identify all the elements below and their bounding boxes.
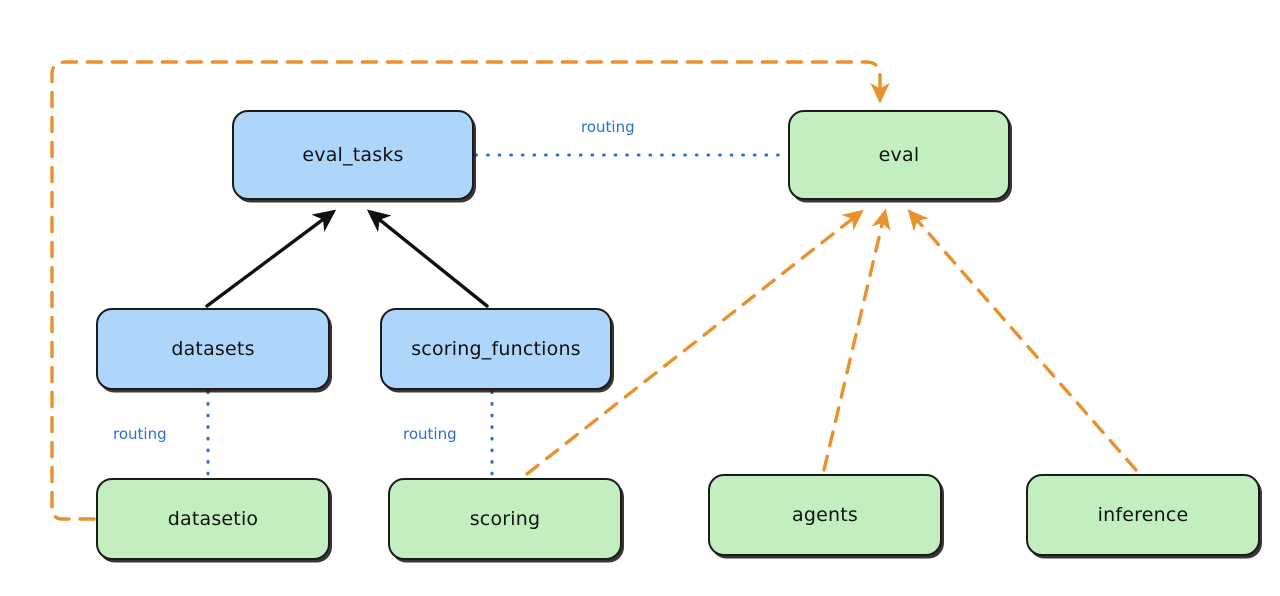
edge-scoring-functions-to-eval-tasks: [366, 209, 489, 308]
node-label-datasetio: datasetio: [167, 508, 259, 530]
node-datasetio[interactable]: datasetio: [96, 478, 330, 560]
node-label-eval: eval: [878, 144, 920, 166]
node-eval-tasks[interactable]: eval_tasks: [232, 110, 474, 200]
node-label-datasets: datasets: [171, 338, 255, 360]
edge-datasets-to-eval-tasks: [205, 209, 337, 308]
node-scoring-functions[interactable]: scoring_functions: [380, 308, 612, 390]
edge-label-routing-scoring: routing: [400, 425, 460, 443]
edge-inference-to-eval: [907, 209, 1138, 472]
node-datasets[interactable]: datasets: [96, 308, 330, 390]
node-inference[interactable]: inference: [1026, 474, 1260, 556]
edge-label-routing-datasets: routing: [110, 425, 170, 443]
edge-agents-to-eval: [822, 208, 891, 472]
node-label-scoring-functions: scoring_functions: [411, 338, 581, 360]
node-label-eval-tasks: eval_tasks: [302, 144, 404, 166]
node-label-scoring: scoring: [469, 508, 541, 530]
node-agents[interactable]: agents: [708, 474, 942, 556]
node-label-agents: agents: [792, 504, 858, 526]
edge-label-routing-eval: routing: [578, 118, 638, 136]
node-eval[interactable]: eval: [788, 110, 1010, 200]
node-scoring[interactable]: scoring: [388, 478, 622, 560]
node-label-inference: inference: [1097, 504, 1189, 526]
